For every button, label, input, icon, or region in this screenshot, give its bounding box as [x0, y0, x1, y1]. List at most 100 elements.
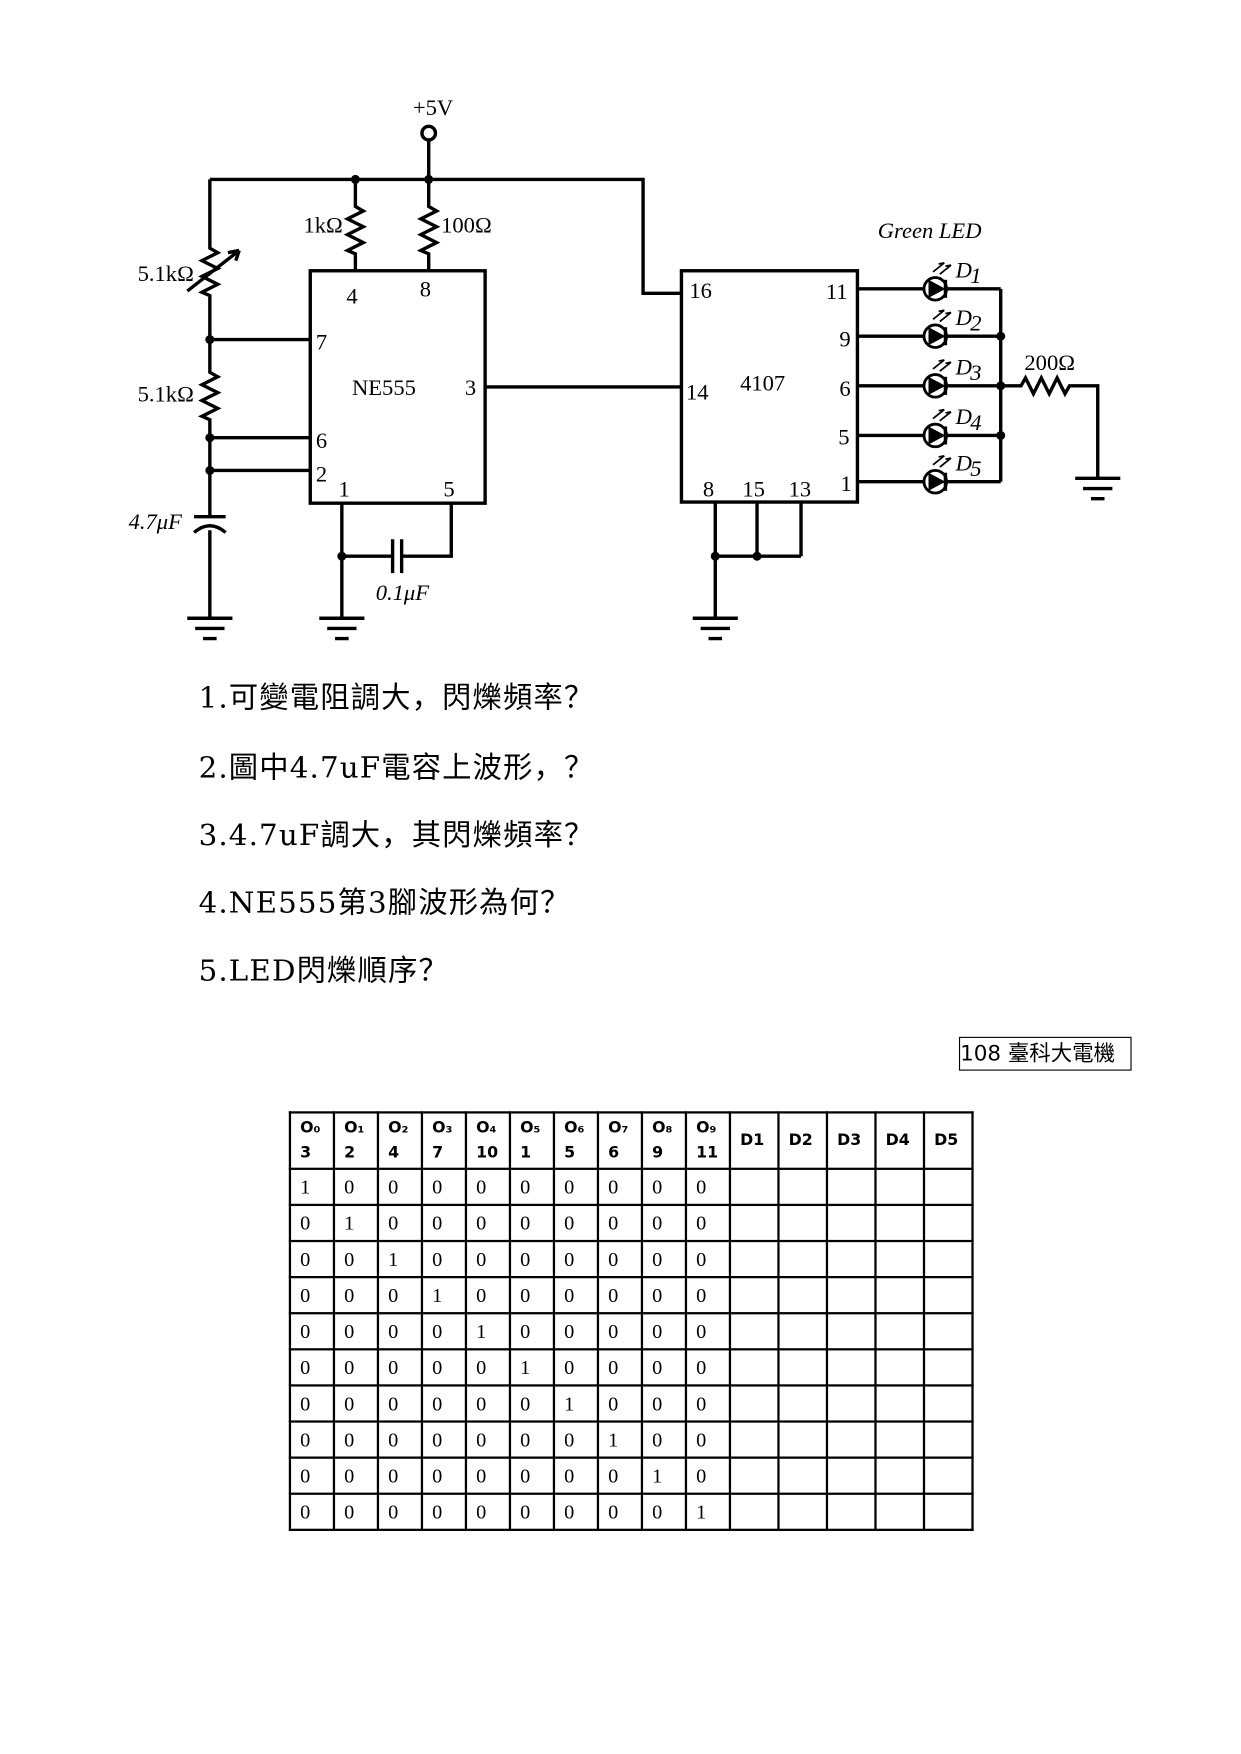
- answer-cell[interactable]: [777, 1203, 829, 1243]
- resistor-200: [999, 288, 1100, 482]
- source-tag: 108 臺科大電機: [958, 1036, 1132, 1071]
- ic-4107-label: 4107: [740, 370, 785, 395]
- answer-cell[interactable]: [825, 1203, 877, 1243]
- answer-cell[interactable]: [874, 1203, 926, 1243]
- answer-cell[interactable]: [874, 1167, 926, 1207]
- table-cell: 0: [420, 1203, 468, 1243]
- answer-cell[interactable]: [922, 1239, 974, 1279]
- table-cell: 0: [288, 1456, 336, 1495]
- table-cell: 1: [376, 1239, 424, 1279]
- output-name: O₃: [432, 1119, 453, 1138]
- output-name: O₆: [564, 1119, 585, 1138]
- r-51-label: 5.1kΩ: [138, 382, 194, 407]
- answer-cell[interactable]: [922, 1348, 974, 1387]
- answer-cell[interactable]: [825, 1275, 877, 1315]
- vr-label: 5.1kΩ: [138, 261, 194, 286]
- table-cell: 0: [596, 1239, 644, 1279]
- ne555-label: NE555: [352, 375, 416, 400]
- table-cell: 0: [640, 1384, 688, 1423]
- answer-cell[interactable]: [728, 1492, 780, 1531]
- answer-cell[interactable]: [728, 1420, 780, 1459]
- r-200-label: 200Ω: [1024, 350, 1075, 375]
- answer-cell[interactable]: [874, 1312, 926, 1351]
- pin-number: 6: [608, 1143, 620, 1163]
- answer-cell[interactable]: [777, 1167, 829, 1207]
- answer-cell[interactable]: [825, 1384, 877, 1423]
- answer-cell[interactable]: [922, 1492, 974, 1531]
- answer-cell[interactable]: [728, 1167, 780, 1207]
- answer-cell[interactable]: [922, 1275, 974, 1315]
- answer-cell[interactable]: [777, 1275, 829, 1315]
- table-cell: 0: [552, 1492, 600, 1531]
- timing-chain-wire: [197, 179, 222, 619]
- answer-cell[interactable]: [728, 1456, 780, 1495]
- answer-cell[interactable]: [874, 1420, 926, 1459]
- pin-label: 13: [789, 476, 812, 501]
- answer-cell[interactable]: [825, 1348, 877, 1387]
- answer-cell[interactable]: [728, 1312, 780, 1351]
- r-1k-label: 1kΩ: [303, 212, 342, 237]
- table-cell: 0: [552, 1420, 600, 1459]
- light-emission-icon: [932, 454, 952, 468]
- answer-cell[interactable]: [728, 1203, 780, 1243]
- table-cell: 0: [332, 1167, 380, 1207]
- answer-cell[interactable]: [777, 1456, 829, 1495]
- table-cell: 0: [552, 1275, 600, 1315]
- answer-cell[interactable]: [728, 1384, 780, 1423]
- column-header: D1: [728, 1111, 780, 1170]
- led-label: D: [955, 258, 972, 283]
- table-cell: 0: [376, 1384, 424, 1423]
- table-cell: 0: [420, 1167, 468, 1207]
- table-cell: 0: [640, 1420, 688, 1459]
- answer-cell[interactable]: [728, 1239, 780, 1279]
- answer-cell[interactable]: [922, 1167, 974, 1207]
- answer-cell[interactable]: [922, 1203, 974, 1243]
- pin-label: 3: [465, 375, 476, 400]
- table-cell: 0: [420, 1348, 468, 1387]
- answer-cell[interactable]: [874, 1384, 926, 1423]
- answer-cell[interactable]: [922, 1420, 974, 1459]
- table-cell: 1: [596, 1420, 644, 1459]
- answer-cell[interactable]: [922, 1384, 974, 1423]
- answer-cell[interactable]: [825, 1420, 877, 1459]
- answer-cell[interactable]: [825, 1456, 877, 1495]
- answer-cell[interactable]: [777, 1348, 829, 1387]
- answer-cell[interactable]: [825, 1167, 877, 1207]
- table-cell: 0: [288, 1492, 336, 1531]
- answer-cell[interactable]: [825, 1239, 877, 1279]
- answer-cell[interactable]: [777, 1239, 829, 1279]
- answer-cell[interactable]: [777, 1384, 829, 1423]
- answer-cell[interactable]: [874, 1275, 926, 1315]
- table-cell: 0: [684, 1312, 732, 1351]
- answer-cell[interactable]: [874, 1239, 926, 1279]
- table-cell: 0: [464, 1492, 512, 1531]
- table-cell: 0: [376, 1203, 424, 1243]
- table-cell: 0: [508, 1203, 556, 1243]
- answer-cell[interactable]: [922, 1456, 974, 1495]
- answer-cell[interactable]: [874, 1456, 926, 1495]
- answer-cell[interactable]: [777, 1492, 829, 1531]
- table-cell: 0: [640, 1348, 688, 1387]
- pin-label: 7: [316, 330, 327, 355]
- answer-cell[interactable]: [825, 1492, 877, 1531]
- answer-cell[interactable]: [728, 1275, 780, 1315]
- answer-cell[interactable]: [777, 1312, 829, 1351]
- led-label: D: [955, 305, 972, 330]
- answer-cell[interactable]: [874, 1492, 926, 1531]
- answer-cell[interactable]: [777, 1420, 829, 1459]
- led-d2: D2: [857, 305, 1001, 349]
- answer-cell[interactable]: [825, 1312, 877, 1351]
- pin-label: 11: [826, 279, 848, 304]
- answer-cell[interactable]: [728, 1348, 780, 1387]
- table-cell: 0: [288, 1312, 336, 1351]
- table-cell: 0: [684, 1348, 732, 1387]
- table-cell: 0: [508, 1275, 556, 1315]
- answer-cell[interactable]: [874, 1348, 926, 1387]
- question-1: 1.可變電阻調大，閃爍頻率？: [198, 681, 595, 716]
- answer-cell[interactable]: [922, 1312, 974, 1351]
- light-emission-icon: [932, 359, 952, 372]
